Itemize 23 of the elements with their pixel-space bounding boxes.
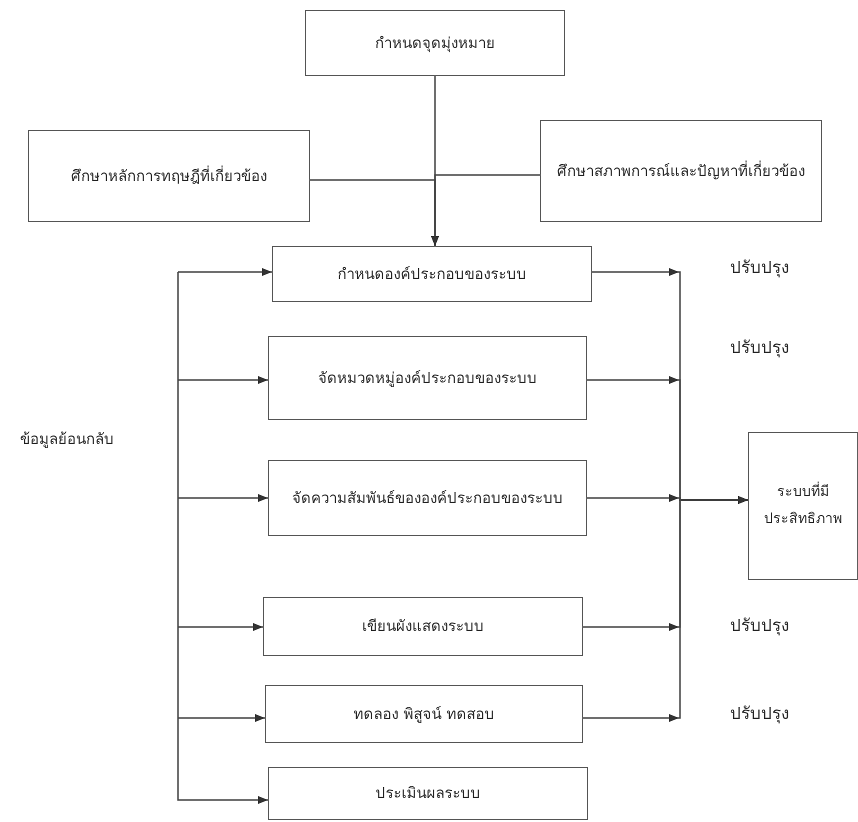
arrow — [178, 623, 263, 631]
arrow — [178, 494, 268, 502]
improve-label: ปรับปรุง — [730, 615, 790, 638]
feedback-label: ข้อมูลย้อนกลับ — [20, 429, 115, 450]
improve-label: ปรับปรุง — [730, 337, 790, 360]
process-box: กำหนดจุดมุ่งหมาย — [305, 10, 565, 76]
arrow — [178, 714, 265, 722]
process-box: ทดลอง พิสูจน์ ทดสอบ — [265, 685, 583, 743]
process-box: ศึกษาสภาพการณ์และปัญหาที่เกี่ยวข้อง — [540, 120, 822, 222]
process-box: จัดหมวดหมู่องค์ประกอบของระบบ — [268, 336, 587, 420]
process-box: กำหนดองค์ประกอบของระบบ — [272, 246, 592, 302]
arrow — [178, 268, 272, 276]
process-box: ศึกษาหลักการทฤษฎีที่เกี่ยวข้อง — [28, 130, 310, 222]
process-box: ประเมินผลระบบ — [268, 767, 588, 820]
arrow — [583, 496, 748, 722]
arrow — [177, 272, 268, 804]
arrow — [431, 174, 540, 246]
result-box: ระบบที่มีประสิทธิภาพ — [748, 432, 858, 580]
process-box: จัดความสัมพันธ์ขององค์ประกอบของระบบ — [268, 460, 587, 536]
improve-label: ปรับปรุง — [730, 257, 790, 280]
process-box: เขียนผังแสดงระบบ — [263, 597, 583, 656]
arrow — [178, 376, 268, 384]
improve-label: ปรับปรุง — [730, 703, 790, 726]
